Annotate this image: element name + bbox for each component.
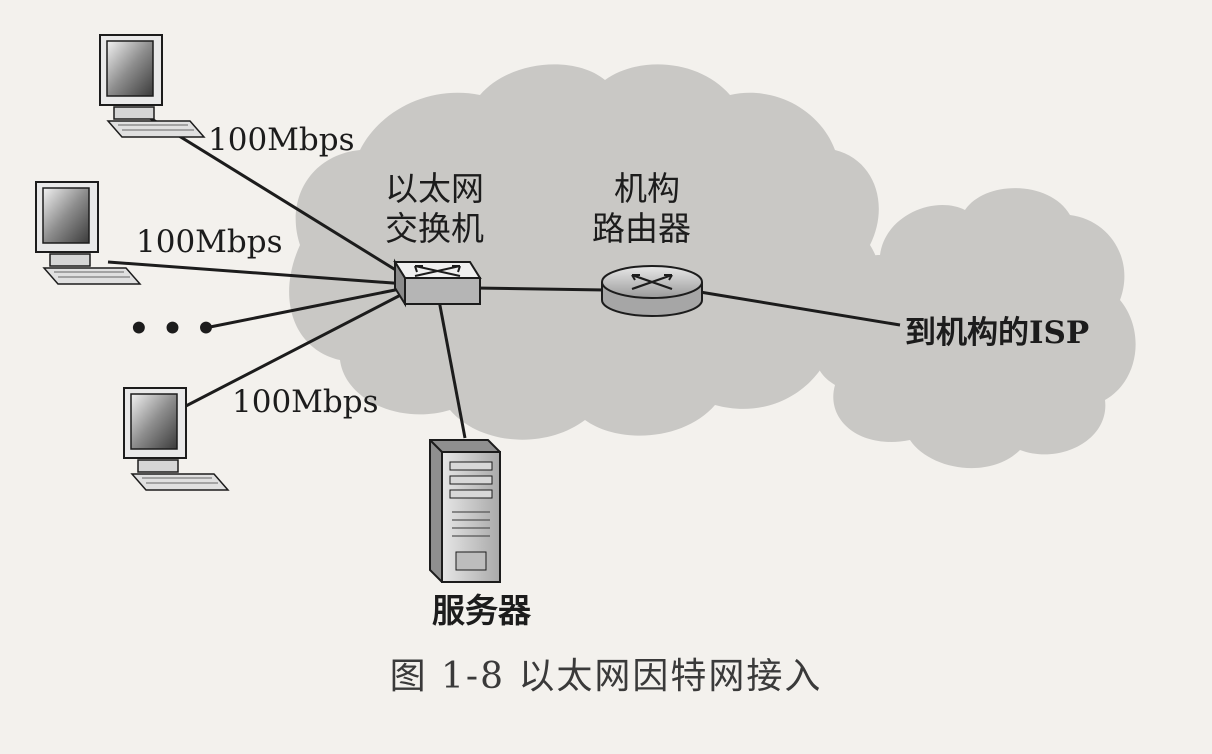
link-switch-server [436,294,467,439]
computer-icon [35,181,142,285]
router-label-line1: 机构 [614,169,680,208]
more-computers-ellipsis: • • • [128,309,217,349]
switch-label-line2: 交换机 [385,209,484,248]
computer-icon [123,387,230,491]
institution-cloud [289,64,882,440]
link-label-pc1: 100Mbps [208,122,355,158]
router-label-line2: 路由器 [592,209,691,248]
link-label-pc4: 100Mbps [232,384,379,420]
isp-label: 到机构的ISP [905,315,1089,351]
link-pc4-switch [181,283,421,410]
switch-icon [393,258,482,308]
computer-icon [99,34,206,138]
server-icon [429,439,501,583]
link-router-isp [699,290,901,327]
link-label-pc2: 100Mbps [136,224,283,260]
router-icon [601,265,703,317]
link-pc1-switch [149,116,421,287]
link-switch-router [474,286,606,292]
server-label: 服务器 [432,591,532,630]
network-links [107,116,901,439]
isp-cloud [815,188,1136,469]
link-dots-switch [204,283,421,330]
figure-caption: 图 1-8 以太网因特网接入 [390,656,823,697]
link-pc2-switch [107,260,421,287]
switch-label-line1: 以太网 [385,169,484,208]
